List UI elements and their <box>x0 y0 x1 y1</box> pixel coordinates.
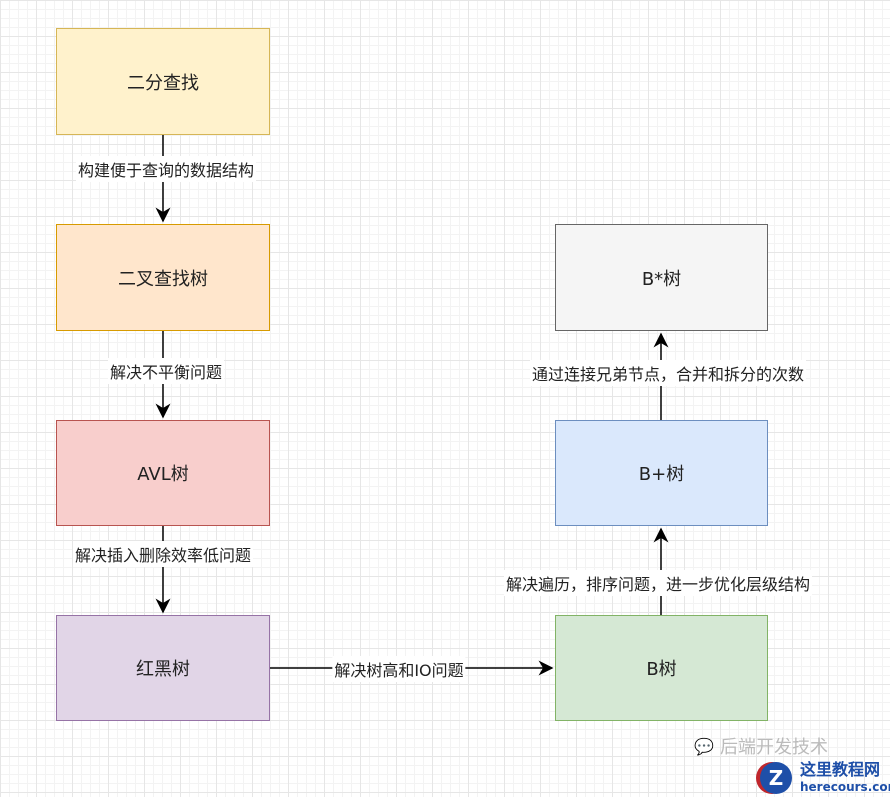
node-label: 红黑树 <box>136 659 190 680</box>
node-bstar[interactable]: B*树 <box>555 224 768 331</box>
edge-label: 解决不平衡问题 <box>107 358 225 384</box>
node-label: 二分查找 <box>127 72 199 94</box>
edge-label: 解决插入删除效率低问题 <box>72 541 254 567</box>
watermark-account: 后端开发技术 <box>720 737 828 758</box>
site-logo-icon: Z <box>760 762 792 794</box>
node-label: 二叉查找树 <box>118 268 208 290</box>
node-binary-search[interactable]: 二分查找 <box>56 28 270 135</box>
wechat-icon: 💬 <box>694 737 714 756</box>
edge-label: 解决树高和IO问题 <box>332 656 466 682</box>
node-label: B树 <box>646 659 677 680</box>
node-label: B*树 <box>641 268 682 290</box>
node-bst[interactable]: 二叉查找树 <box>56 224 270 331</box>
node-btree[interactable]: B树 <box>555 615 768 721</box>
edge-label: 解决遍历，排序问题，进一步优化层级结构 <box>503 570 813 596</box>
node-label: AVL树 <box>137 464 189 485</box>
site-name: 这里教程网 <box>800 760 881 779</box>
node-avl[interactable]: AVL树 <box>56 420 270 526</box>
watermark: 💬 后端开发技术 Z 这里教程网 herecours.com <box>690 738 890 797</box>
node-bplus[interactable]: B+树 <box>555 420 768 526</box>
node-rbt[interactable]: 红黑树 <box>56 615 270 721</box>
edge-label: 通过连接兄弟节点，合并和拆分的次数 <box>529 360 807 386</box>
node-label: B+树 <box>638 464 685 485</box>
edge-label: 构建便于查询的数据结构 <box>75 156 257 182</box>
site-url: herecours.com <box>800 780 890 794</box>
